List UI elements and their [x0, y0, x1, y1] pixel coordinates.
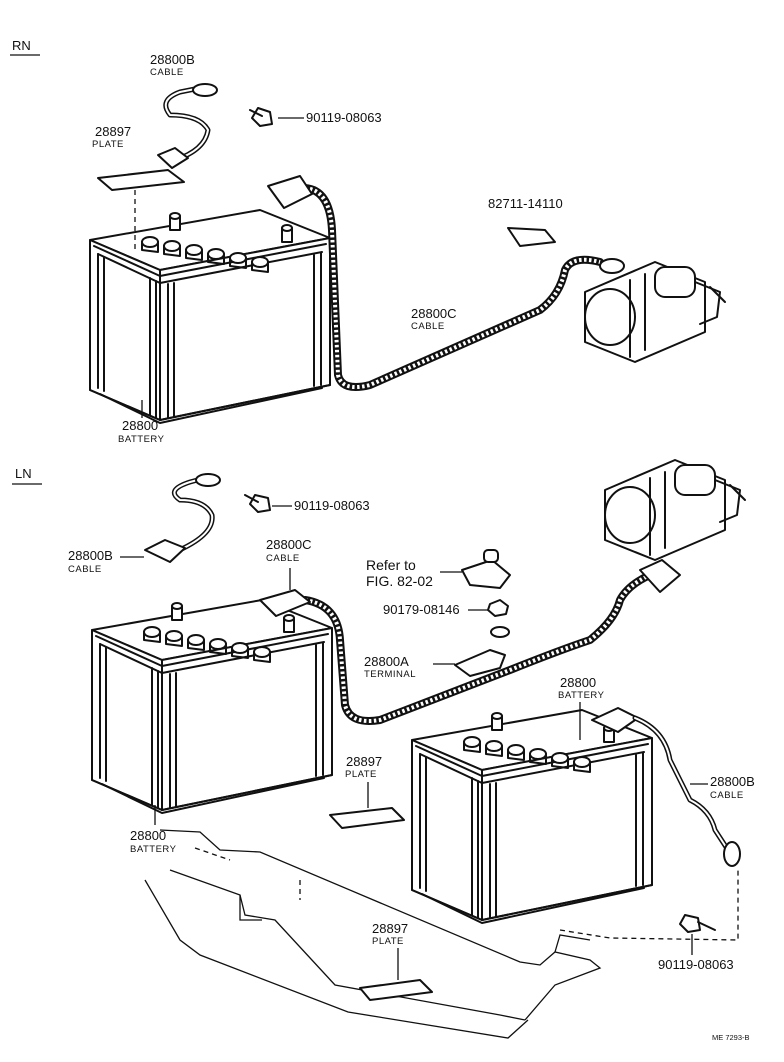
ln-refer-line2: FIG. 82-02 — [366, 573, 433, 589]
ln-section-label: LN — [15, 466, 32, 481]
ln-plate-bottom-number: 28897 — [372, 921, 408, 936]
rn-starter-motor — [584, 261, 726, 363]
ln-connector-icon — [461, 559, 511, 589]
rn-plate-shape — [97, 169, 185, 191]
ln-battery-left-number: 28800 — [130, 828, 166, 843]
rn-bolt-number: 90119-08063 — [306, 110, 382, 125]
ln-starter-motor — [604, 459, 746, 561]
ln-cable-b-left-number: 28800B — [68, 548, 113, 563]
ln-cable-c-number: 28800C — [266, 537, 312, 552]
ln-nut-icon — [487, 599, 509, 617]
ln-plate-bottom-desc: PLATE — [372, 936, 404, 947]
ln-cable-b-left-eyelet — [195, 473, 221, 487]
rn-bolt-icon — [249, 107, 273, 127]
ln-cable-c-desc: CABLE — [266, 553, 300, 564]
ln-battery-left — [91, 599, 333, 814]
rn-section-label: RN — [12, 38, 31, 53]
ln-cable-c-boot — [639, 559, 681, 593]
ln-plate-bottom-shape — [359, 979, 433, 1001]
rn-cable-c-number: 28800C — [411, 306, 457, 321]
rn-cable-b-number: 28800B — [150, 52, 195, 67]
ln-refer-line1: Refer to — [366, 557, 416, 573]
ln-battery-right-desc: BATTERY — [558, 690, 605, 701]
ln-plate-mid-number: 28897 — [346, 754, 382, 769]
rn-cable-c-desc: CABLE — [411, 321, 445, 332]
ln-cable-b-left-desc: CABLE — [68, 564, 102, 575]
ln-terminal-number: 28800A — [364, 654, 409, 669]
ln-battery-right-number: 28800 — [560, 675, 596, 690]
rn-cable-b-eyelet — [192, 83, 218, 97]
ln-cable-b-right-desc: CABLE — [710, 790, 744, 801]
rn-clamp-number: 82711-14110 — [488, 196, 563, 211]
ln-cable-b-right-number: 28800B — [710, 774, 755, 789]
rn-battery — [89, 209, 331, 424]
ln-nut-number: 90179-08146 — [383, 602, 460, 617]
ln-battery-left-desc: BATTERY — [130, 844, 177, 855]
rn-cable-b-clamp — [157, 147, 189, 169]
ln-cable-b-left-clamp — [144, 539, 186, 563]
rn-battery-number: 28800 — [122, 418, 158, 433]
figure-code: ME 7293-B — [712, 1033, 750, 1042]
ln-bolt-bottom-icon — [679, 914, 716, 933]
ln-bolt-top-number: 90119-08063 — [294, 498, 370, 513]
rn-battery-desc: BATTERY — [118, 434, 165, 445]
rn-clamp-icon — [507, 227, 556, 247]
ln-cable-c-clamp — [259, 589, 311, 617]
ln-plate-mid-shape — [329, 807, 405, 829]
ln-bolt-top-icon — [244, 494, 271, 513]
ln-section: LN 28897 PLATE 28897 PLATE 901 — [12, 459, 755, 1039]
ln-plate-mid-desc: PLATE — [345, 769, 377, 780]
ln-bolt-bottom-number: 90119-08063 — [658, 957, 734, 972]
rn-section: RN 28897 PLATE 28800B CABLE 90119-08063 … — [10, 38, 726, 445]
rn-cable-b-desc: CABLE — [150, 67, 184, 78]
rn-cable-c-eyelet — [599, 258, 625, 274]
ln-cable-b-right-eyelet — [723, 841, 741, 867]
ln-terminal-icon — [454, 649, 506, 677]
ln-terminal-desc: TERMINAL — [364, 669, 416, 680]
rn-plate-number: 28897 — [95, 124, 131, 139]
ln-battery-right — [411, 709, 653, 924]
rn-cable-c-clamp — [267, 175, 313, 209]
rn-plate-desc: PLATE — [92, 139, 124, 150]
